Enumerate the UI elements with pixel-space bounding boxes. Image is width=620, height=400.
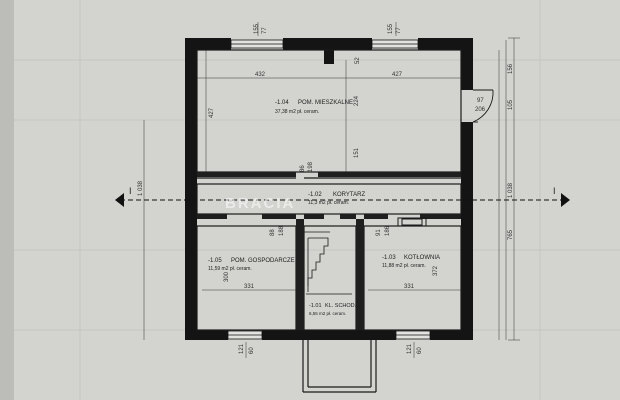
dimension-label: 97 xyxy=(477,98,484,104)
dimension-label: 155 xyxy=(388,23,394,34)
dimension-label: 432 xyxy=(255,72,266,78)
room-area: 6,55 m2 pł. ceram. xyxy=(309,311,346,316)
dimension-label: 88 xyxy=(270,229,276,236)
room-label-living: -1.04 POM. MIESZKALNE 37,38 m2 pł. ceram… xyxy=(275,100,353,115)
chimney xyxy=(397,217,427,226)
dimension-label: 91 xyxy=(376,229,382,236)
dimension-label: 151 xyxy=(354,147,360,158)
room-number: -1.02 xyxy=(308,192,322,198)
dimension-label: 331 xyxy=(404,284,415,290)
dimension-label: 52 xyxy=(355,57,361,64)
room-name: KOTŁOWNIA xyxy=(404,255,440,261)
staircase xyxy=(304,231,352,295)
dimension-label: 155 xyxy=(254,23,260,34)
dimension-label: 77 xyxy=(396,27,402,34)
dimension-label: 427 xyxy=(392,72,403,78)
windows xyxy=(227,39,431,340)
dimension-label: 156 xyxy=(508,63,514,74)
dimension-label: 1 038 xyxy=(508,182,514,198)
room-area: 11,59 m2 pł. ceram. xyxy=(208,266,252,272)
dimension-label: 121 xyxy=(239,343,245,354)
dimension-label: 372 xyxy=(433,265,439,276)
room-label-boiler: -1.03 KOTŁOWNIA 11,88 m2 pł. ceram. xyxy=(382,255,440,269)
partition-walls xyxy=(197,172,461,330)
terrace xyxy=(302,340,377,393)
dimension-labels: 155 77 155 77 52 432 427 427 224 151 86 … xyxy=(138,23,514,354)
dimension-label: 198 xyxy=(308,161,314,172)
dimension-label: 331 xyxy=(244,284,255,290)
room-number: -1.05 xyxy=(208,258,222,264)
watermark: BRACIA xyxy=(225,195,295,212)
dimension-label: 206 xyxy=(475,107,486,113)
dimension-label: 60 xyxy=(249,347,255,354)
room-name: KORYTARZ xyxy=(333,192,365,198)
dimension-label: 188 xyxy=(279,225,285,236)
room-label-stairs: -1.01 KL. SCHOD. 6,55 m2 pł. ceram. xyxy=(309,303,357,316)
dimension-label: 300 xyxy=(224,271,230,282)
section-marker-left: I xyxy=(129,186,132,196)
dimension-label: 224 xyxy=(354,95,360,106)
room-area: 37,38 m2 pł. ceram. xyxy=(275,109,319,115)
room-number: -1.01 xyxy=(309,303,322,309)
dimension-label: 121 xyxy=(407,343,413,354)
section-line xyxy=(115,193,570,207)
room-label-corridor: -1.02 KORYTARZ 11,3 m2 pł. ceram. xyxy=(308,192,365,206)
room-name: POM. MIESZKALNE xyxy=(298,100,353,106)
dimension-label: 765 xyxy=(508,229,514,240)
room-number: -1.03 xyxy=(382,255,396,261)
paper-shadow xyxy=(0,0,14,400)
dimension-label: 186 xyxy=(385,225,391,236)
dimension-label: 1 038 xyxy=(138,180,144,196)
room-number: -1.04 xyxy=(275,100,289,106)
dimension-label: 105 xyxy=(508,99,514,110)
dimension-lines xyxy=(143,22,520,358)
outer-walls xyxy=(185,38,473,340)
room-area: 11,3 m2 pł. ceram. xyxy=(308,200,349,206)
room-label-utility: -1.05 POM. GOSPODARCZE 11,59 m2 pł. cera… xyxy=(208,258,295,272)
dimension-label: 60 xyxy=(417,347,423,354)
room-name: KL. SCHOD. xyxy=(325,303,357,309)
section-marker-right: I xyxy=(553,186,556,196)
entrance-door xyxy=(472,89,494,123)
room-name: POM. GOSPODARCZE xyxy=(231,258,295,264)
room-area: 11,88 m2 pł. ceram. xyxy=(382,263,426,269)
dimension-label: 427 xyxy=(209,107,215,118)
dimension-label: 86 xyxy=(300,165,306,172)
dimension-label: 77 xyxy=(262,27,268,34)
